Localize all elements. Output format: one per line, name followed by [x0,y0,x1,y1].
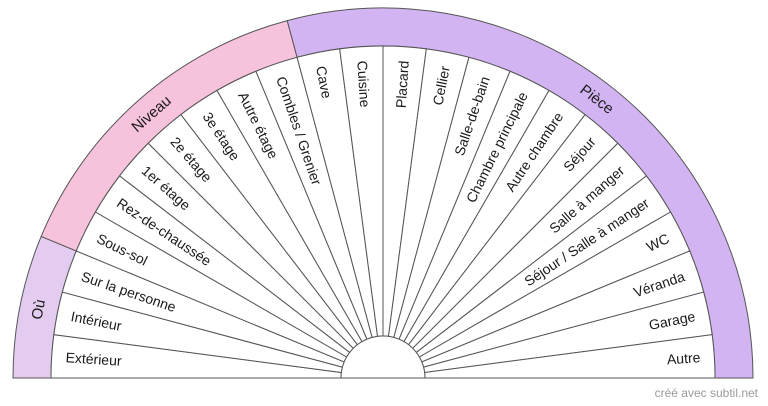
segment-label-cave: Cave [313,65,335,100]
group-label-ou: Où [28,298,49,321]
segment-label-cuisine: Cuisine [354,60,373,108]
segment-sectors [13,45,753,379]
segment-label-cellier: Cellier [429,64,452,106]
center-hub [340,335,426,379]
segment-label-exterieur: Extérieur [65,349,122,369]
segment-label-autre: Autre [666,349,701,367]
segment-label-placard: Placard [393,60,412,108]
credit-text: créé avec subtil.net [654,386,758,400]
